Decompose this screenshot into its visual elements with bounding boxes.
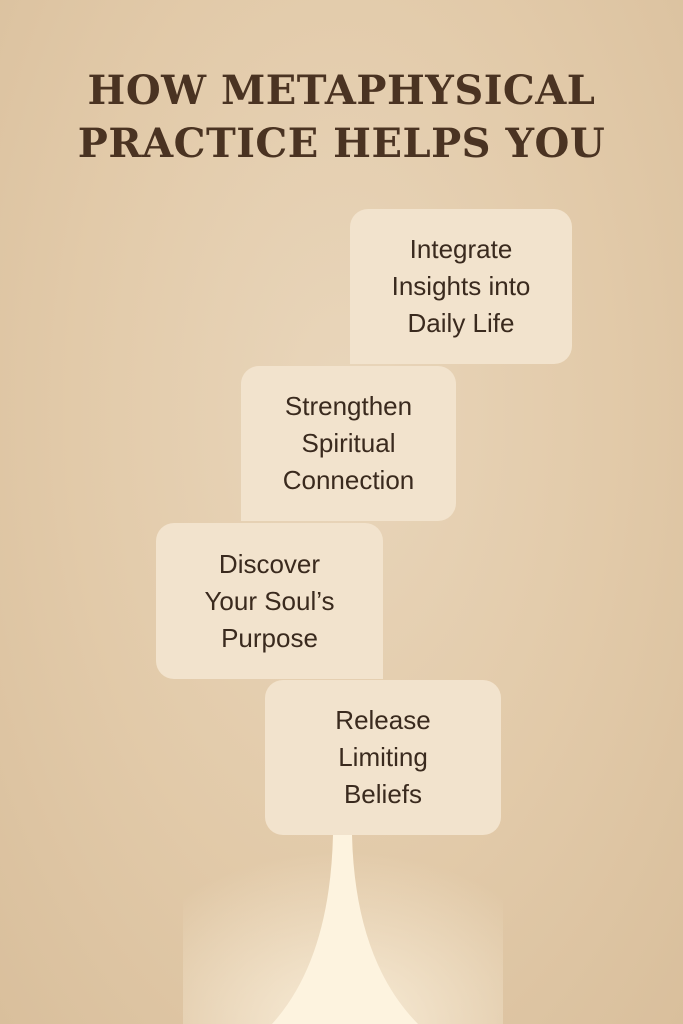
step-integrate-insights: Integrate Insights into Daily Life <box>350 209 572 364</box>
step-label: Discover Your Soul’s Purpose <box>204 548 335 653</box>
step-discover-purpose: Discover Your Soul’s Purpose <box>156 523 383 679</box>
step-strengthen-connection: Strengthen Spiritual Connection <box>241 366 456 521</box>
title-line-1: HOW METAPHYSICAL <box>87 67 596 114</box>
page-title: HOW METAPHYSICAL PRACTICE HELPS YOU <box>0 64 683 170</box>
step-release-beliefs: Release Limiting Beliefs <box>265 680 501 835</box>
step-label: Integrate Insights into Daily Life <box>391 234 531 338</box>
step-label: Release Limiting Beliefs <box>335 705 431 809</box>
title-line-2: PRACTICE HELPS YOU <box>77 120 606 167</box>
step-label: Strengthen Spiritual Connection <box>282 391 415 495</box>
